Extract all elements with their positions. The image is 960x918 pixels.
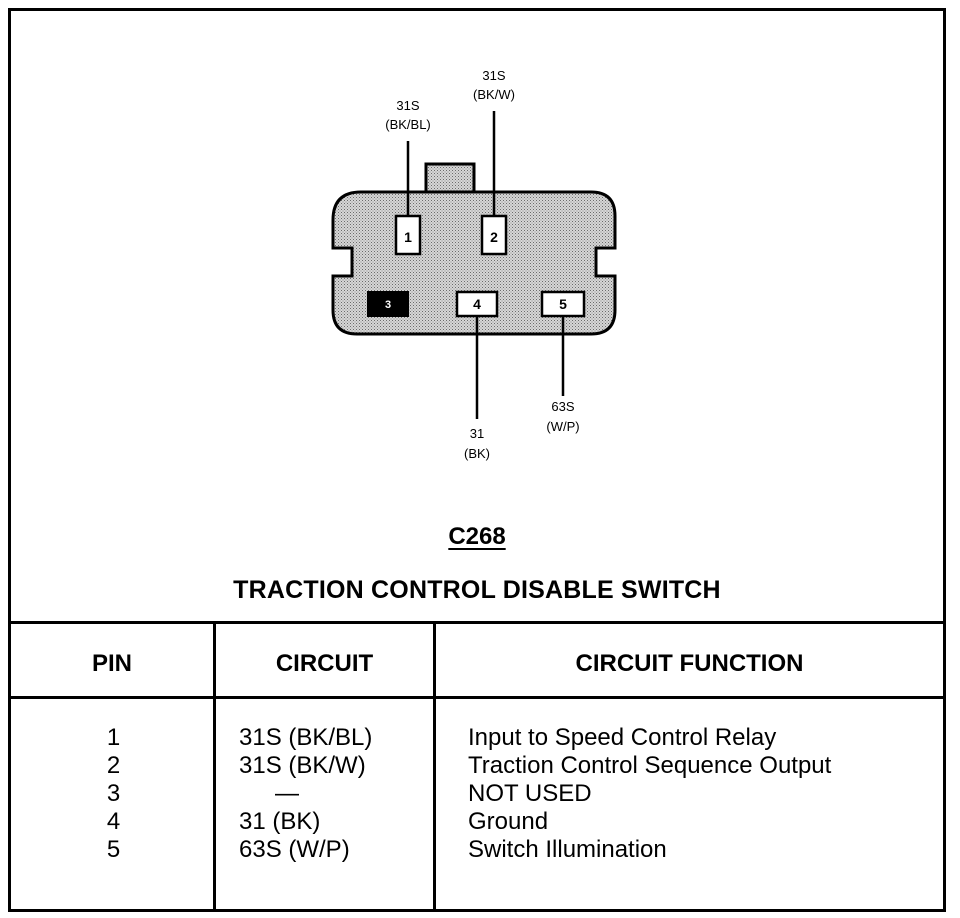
component-title: TRACTION CONTROL DISABLE SWITCH: [233, 576, 721, 604]
header-circuit: CIRCUIT: [275, 650, 374, 677]
connector-id: C268: [11, 523, 943, 551]
table-cell-pin: 3: [106, 780, 121, 807]
pin-column: 1 2 3 4 5: [11, 724, 216, 864]
table-cell-function: Switch Illumination: [468, 836, 667, 863]
header-circuit-function: CIRCUIT FUNCTION: [575, 650, 804, 677]
svg-text:(W/P): (W/P): [546, 419, 579, 434]
table-cell-circuit: 63S (W/P): [239, 836, 350, 863]
header-divider: [11, 696, 943, 699]
column-divider: [433, 624, 436, 912]
svg-text:31: 31: [470, 426, 484, 441]
table-cell-pin: 4: [106, 808, 121, 835]
svg-text:31S: 31S: [482, 68, 505, 83]
table-cell-pin: 2: [106, 752, 121, 779]
table-cell-pin: 1: [106, 724, 121, 751]
pin-cavity-3-plugged: 3: [367, 291, 409, 317]
pin-table: PIN CIRCUIT CIRCUIT FUNCTION 1 2 3 4 5 3…: [11, 621, 943, 912]
pin-cavity-5: 5: [540, 290, 586, 318]
connector-face-diagram: 1 2 3 4 5 31S (BK/BL) 31S (BK/W) 31: [331, 68, 617, 461]
table-cell-function: Traction Control Sequence Output: [468, 752, 832, 779]
diagram-frame: 1 2 3 4 5 31S (BK/BL) 31S (BK/W) 31: [8, 8, 946, 912]
svg-text:(BK): (BK): [464, 446, 490, 461]
pin-cavity-1: 1: [394, 214, 422, 256]
svg-text:(BK/BL): (BK/BL): [385, 117, 431, 132]
pin-cavity-2: 2: [480, 214, 508, 256]
svg-text:31S: 31S: [396, 98, 419, 113]
wire-label-pin-4: 31 (BK): [464, 426, 490, 461]
table-cell-circuit: —: [275, 780, 299, 807]
table-cell-function: NOT USED: [468, 780, 592, 807]
table-cell-circuit: 31S (BK/BL): [239, 724, 373, 751]
pin-cavity-4: 4: [455, 290, 499, 318]
wire-label-pin-2: 31S (BK/W): [473, 68, 515, 102]
svg-text:5: 5: [559, 296, 567, 312]
column-divider: [213, 624, 216, 912]
connector-id-text: C268: [448, 523, 506, 550]
wire-label-pin-5: 63S (W/P): [546, 399, 579, 434]
table-cell-circuit: 31 (BK): [239, 808, 321, 835]
table-cell-pin: 5: [106, 836, 121, 863]
table-cell-function: Ground: [468, 808, 549, 835]
wire-label-pin-1: 31S (BK/BL): [385, 98, 431, 132]
function-column: Input to Speed Control Relay Traction Co…: [468, 724, 831, 864]
circuit-column: 31S (BK/BL) 31S (BK/W) — 31 (BK) 63S (W/…: [239, 724, 372, 864]
header-pin: PIN: [91, 650, 132, 677]
svg-text:1: 1: [404, 229, 412, 245]
svg-text:4: 4: [473, 296, 481, 312]
table-cell-circuit: 31S (BK/W): [239, 752, 366, 779]
svg-text:3: 3: [385, 299, 391, 311]
svg-text:63S: 63S: [551, 399, 574, 414]
table-cell-function: Input to Speed Control Relay: [468, 724, 777, 751]
svg-text:(BK/W): (BK/W): [473, 87, 515, 102]
svg-text:2: 2: [490, 229, 498, 245]
